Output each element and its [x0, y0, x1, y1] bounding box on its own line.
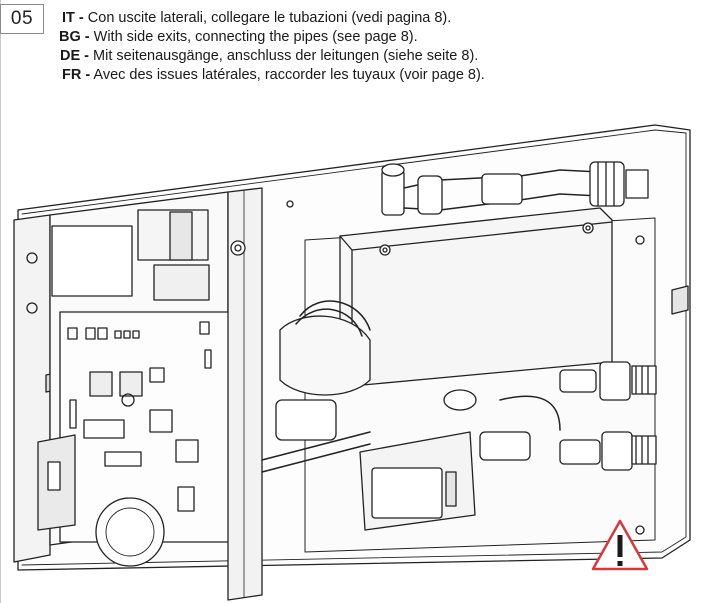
top-pipe-assembly — [381, 161, 649, 216]
instruction-text: With side exits, connecting the pipes (s… — [93, 29, 418, 45]
control-board — [37, 191, 231, 567]
page-left-border — [0, 0, 1, 603]
cable-gland — [230, 240, 246, 256]
instruction-it: IT - Con uscite laterali, collegare le t… — [62, 9, 451, 27]
relay — [153, 264, 210, 301]
language-code: FR - — [62, 67, 91, 83]
language-code: BG - — [59, 29, 90, 45]
divider-rail — [227, 187, 263, 601]
assembly-drawing — [13, 124, 691, 601]
instruction-bg: BG - With side exits, connecting the pip… — [59, 28, 418, 46]
step-number-badge: 05 — [0, 4, 44, 34]
bottom-port — [443, 389, 477, 411]
display-window — [51, 225, 133, 297]
dosing-cartridge — [359, 431, 476, 531]
instruction-text: Con uscite laterali, collegare le tubazi… — [87, 10, 452, 26]
instruction-text: Avec des issues latérales, raccorder les… — [93, 67, 485, 83]
instruction-text: Mit seitenausgänge, anschluss der leitun… — [93, 48, 479, 64]
instruction-fr: FR - Avec des issues latérales, raccorde… — [62, 66, 485, 84]
solenoid-housing — [339, 207, 613, 387]
warning-triangle-icon — [591, 519, 649, 571]
plate-clip-right — [671, 285, 689, 315]
pump-assembly — [261, 300, 371, 473]
step-number: 05 — [10, 8, 34, 29]
language-code: DE - — [60, 48, 89, 64]
plate-hole — [286, 200, 294, 208]
side-exit-pipes — [443, 361, 657, 471]
instruction-de: DE - Mit seitenausgänge, anschluss der l… — [60, 47, 478, 65]
language-code: IT - — [62, 10, 84, 26]
pipe-nut-top — [589, 161, 625, 207]
